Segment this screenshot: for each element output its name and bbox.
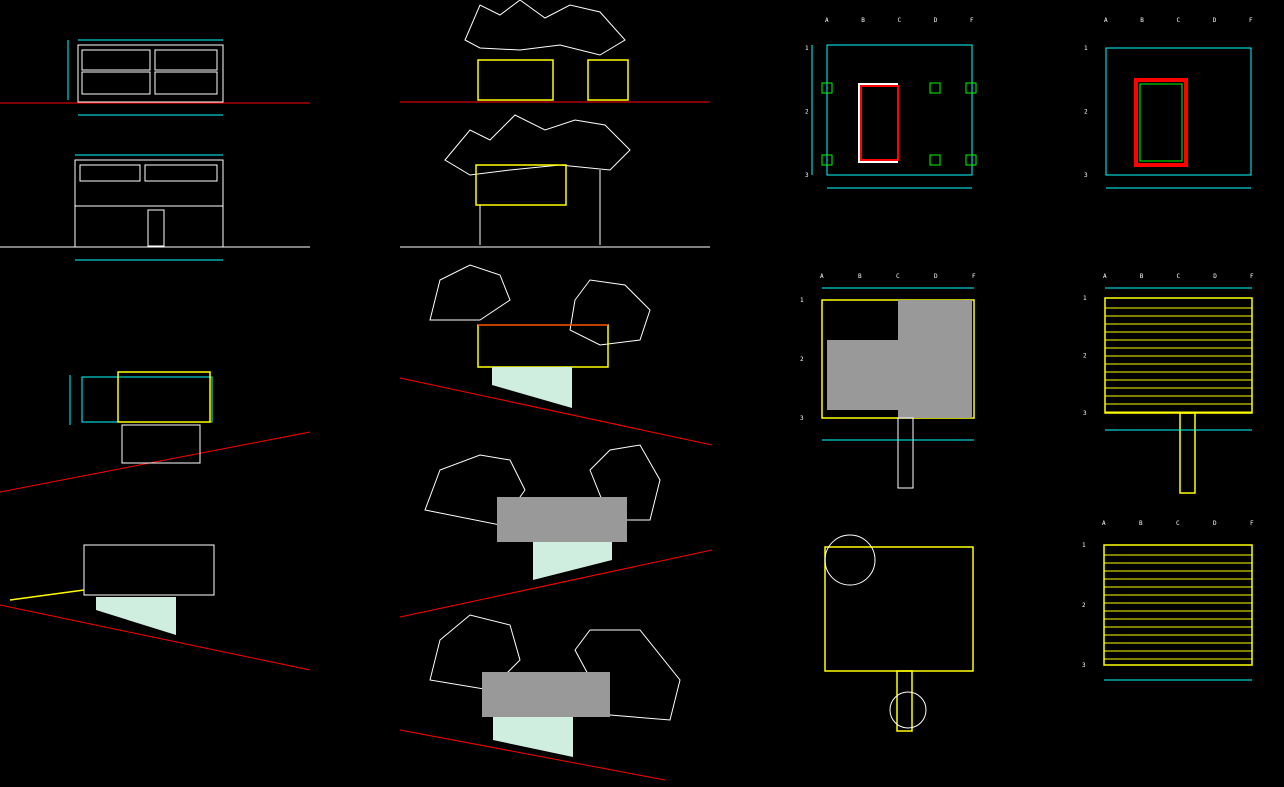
- grid-column-label: A: [820, 273, 824, 280]
- grid-column-label: D: [1213, 520, 1217, 527]
- grid-column-label: B: [861, 17, 865, 24]
- tree-section-2: [399, 444, 713, 618]
- grid-column-label: A: [825, 17, 829, 24]
- grid-column-label: C: [1177, 273, 1181, 280]
- grid-column-label: A: [1103, 273, 1107, 280]
- grid-row-label: 3: [1083, 410, 1087, 417]
- grid-column-label: B: [1139, 520, 1143, 527]
- grid-column-label: C: [896, 273, 900, 280]
- roof-plan: [824, 534, 974, 732]
- ground-floor-plan: [1105, 47, 1252, 189]
- grid-row-label: 2: [1082, 602, 1086, 609]
- grid-column-label: F: [972, 273, 976, 280]
- tree-section-1: [399, 264, 713, 446]
- grid-row-label: 1: [1082, 542, 1086, 549]
- grid-row-label: 3: [1082, 662, 1086, 669]
- grid-row-label: 1: [805, 45, 809, 52]
- grid-column-label: F: [1249, 17, 1253, 24]
- grid-column-label: C: [1177, 17, 1181, 24]
- grid-column-label: F: [1250, 520, 1254, 527]
- grid-column-label: D: [1213, 273, 1217, 280]
- grid-row-label: 1: [1083, 295, 1087, 302]
- foundation-plan: [811, 44, 977, 189]
- roof-joists: [1104, 307, 1252, 660]
- grid-column-label: F: [970, 17, 974, 24]
- grid-column-label: B: [1140, 273, 1144, 280]
- grid-column-label: C: [1176, 520, 1180, 527]
- grid-column-label: A: [1102, 520, 1106, 527]
- tree-elevation-2: [400, 114, 710, 248]
- grid-column-label: B: [1140, 17, 1144, 24]
- section-b: [0, 544, 311, 671]
- grid-row-label: 2: [805, 109, 809, 116]
- grid-row-label: 1: [1084, 45, 1088, 52]
- tree-elevation-1: [400, 0, 710, 103]
- rear-elevation: [0, 154, 310, 261]
- grid-row-label: 2: [800, 356, 804, 363]
- tree-section-3: [399, 614, 681, 781]
- grid-row-label: 2: [1084, 109, 1088, 116]
- grid-row-label: 3: [805, 172, 809, 179]
- grid-column-label: D: [934, 17, 938, 24]
- grid-row-label: 2: [1083, 353, 1087, 360]
- first-floor-plan: [821, 287, 975, 489]
- grid-column-label: D: [1213, 17, 1217, 24]
- front-elevation: [0, 39, 310, 116]
- roof-structure-plan: [1104, 287, 1253, 494]
- grid-column-label: F: [1250, 273, 1254, 280]
- grid-row-label: 3: [800, 415, 804, 422]
- grid-column-label: D: [934, 273, 938, 280]
- roof-framing-plan: [1103, 544, 1253, 681]
- grid-column-label: B: [858, 273, 862, 280]
- grid-column-label: C: [898, 17, 902, 24]
- grid-column-label: A: [1104, 17, 1108, 24]
- grid-row-label: 1: [800, 297, 804, 304]
- section-a: [0, 371, 311, 493]
- grid-row-label: 3: [1084, 172, 1088, 179]
